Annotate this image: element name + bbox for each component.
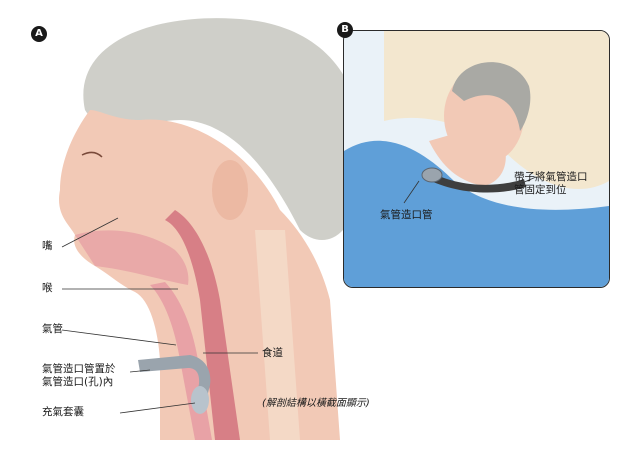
label-throat: 喉 [42, 282, 53, 295]
panel-b-frame: 氣管造口管 帶子將氣管造口 管固定到位 [343, 30, 610, 288]
panel-a-badge: A [31, 26, 47, 42]
label-cross-section-note: (解剖結構以橫截面顯示) [262, 397, 370, 410]
ear [212, 160, 248, 220]
label-esophagus: 食道 [262, 347, 283, 360]
label-strap-line2: 管固定到位 [514, 184, 567, 197]
label-mouth: 嘴 [42, 240, 53, 253]
label-strap-line1: 帶子將氣管造口 [514, 171, 588, 184]
label-tube-placement-line2: 氣管造口(孔)內 [42, 376, 113, 389]
label-cuff: 充氣套囊 [42, 406, 84, 419]
label-tube-placement-line1: 氣管造口管置於 [42, 363, 116, 376]
panel-b-illustration [344, 31, 609, 287]
label-trachea: 氣管 [42, 323, 63, 336]
panel-b-badge: B [337, 22, 353, 38]
cuff-balloon [191, 386, 209, 414]
tracheostomy-tube-b [422, 168, 442, 182]
label-tube-b: 氣管造口管 [380, 209, 433, 222]
